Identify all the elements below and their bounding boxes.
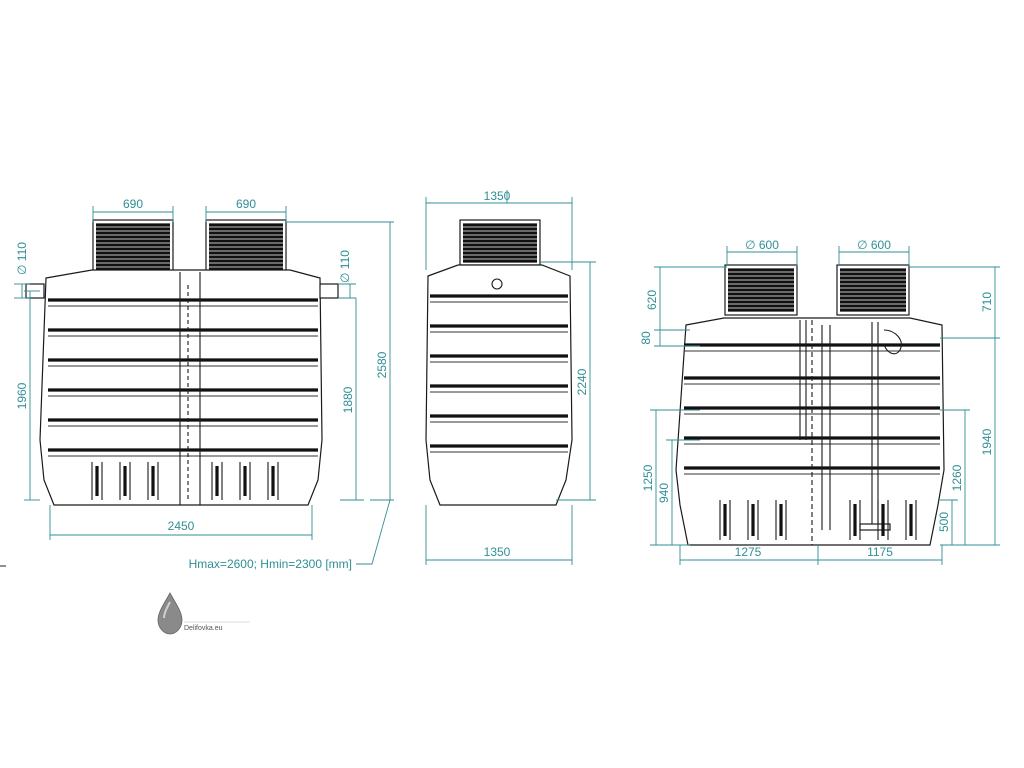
- diffuser: [859, 523, 891, 531]
- logo: Delifovka.eu: [157, 592, 250, 635]
- dim-section-height-right-mid: 1260: [950, 464, 964, 491]
- outlet-pipe: [319, 283, 339, 299]
- dim-section-width-left: 1275: [735, 545, 762, 559]
- dim-section-width-right: 1175: [867, 545, 893, 559]
- dim-front-opening-right: 690: [236, 197, 256, 211]
- side-port: [491, 278, 503, 290]
- side-dimensions: 1350 2240 1350: [425, 189, 596, 565]
- float-device: [883, 329, 902, 355]
- height-range-note: Hmax=2600; Hmin=2300 [mm]: [189, 557, 352, 571]
- dim-section-height-right-total: 1940: [980, 428, 994, 455]
- dim-side-height: 2240: [575, 368, 589, 395]
- dim-side-width-bottom: 1350: [484, 545, 511, 559]
- section-tank-body: [675, 317, 945, 546]
- front-view-tank: [25, 219, 339, 506]
- dim-section-height-right-low: 500: [937, 512, 951, 532]
- dim-front-pipe-left: ∅ 110: [15, 242, 29, 275]
- dim-section-opening-right: ∅ 600: [857, 238, 891, 252]
- dim-front-width: 2450: [168, 519, 195, 533]
- dim-section-depth-neck: 620: [645, 290, 659, 310]
- dim-front-pipe-right: ∅ 110: [338, 250, 352, 283]
- dim-front-opening-left: 690: [123, 197, 143, 211]
- side-view-tank: [425, 219, 573, 506]
- dim-side-width-top: 1350: [484, 189, 511, 203]
- logo-text: Delifovka.eu: [184, 625, 223, 632]
- dim-section-depth-pipe: 80: [639, 331, 653, 345]
- front-dimensions: 690 690 ∅ 110 ∅ 110 1960 1880 2580 24: [0, 197, 394, 571]
- dim-section-height-mid: 1250: [641, 464, 655, 491]
- dim-front-height-outlet: 1880: [341, 386, 355, 413]
- section-dimensions: ∅ 600 ∅ 600 620 80 1250 940 710 1940: [639, 238, 1000, 565]
- dim-front-height-inlet: 1960: [15, 382, 29, 409]
- front-tank-body: [39, 269, 323, 506]
- dim-section-opening-left: ∅ 600: [745, 238, 779, 252]
- dim-front-height-total: 2580: [375, 351, 389, 378]
- water-drop-icon: [157, 592, 183, 635]
- section-view-tank: [675, 264, 945, 546]
- dim-section-height-low: 940: [657, 483, 671, 503]
- dim-section-height-right-top: 710: [980, 292, 994, 312]
